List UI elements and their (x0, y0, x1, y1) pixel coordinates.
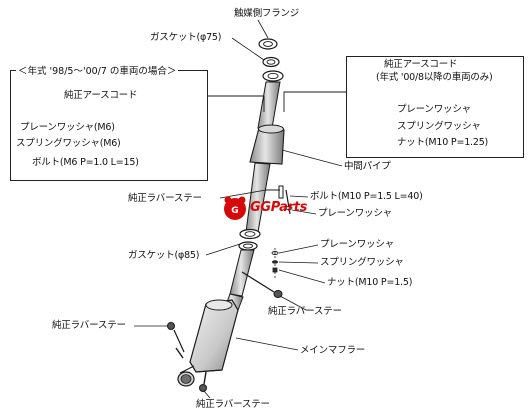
label-center-pipe: 中間パイプ (344, 161, 391, 172)
lower-nut-stack (271, 248, 279, 280)
logo-text: GGParts (250, 200, 308, 215)
label-gasket-75: ガスケット(φ75) (150, 32, 222, 43)
center-pipe (245, 81, 285, 233)
label-bolt-m10: ボルト(M10 P=1.5 L=40) (310, 191, 423, 202)
rubber-stay-parts (167, 185, 284, 392)
pipe-joint-flange (238, 228, 261, 251)
box-connectors (205, 91, 346, 112)
ggparts-logo-mark: G (224, 196, 246, 220)
label-left-ground-cord: 純正アースコード (64, 90, 138, 101)
label-plain-washer-low: プレーンワッシャ (320, 239, 394, 250)
label-main-muffler: メインマフラー (300, 345, 366, 356)
label-right-box-title-2: (年式 '00/8以降の車両のみ) (376, 72, 493, 83)
label-catalyst-flange: 触媒側フランジ (234, 8, 300, 19)
label-gasket-85: ガスケット(φ85) (128, 250, 200, 261)
main-muffler (175, 299, 239, 387)
label-plain-washer-mid: プレーンワッシャ (318, 208, 392, 219)
ggparts-logo: GGParts (222, 196, 307, 222)
label-rubber-stay-1: 純正ラバーステー (128, 193, 202, 204)
right-variant-box (346, 56, 524, 158)
label-right-nut: ナット(M10 P=1.25) (397, 137, 489, 148)
m10-bolt-parts (285, 189, 293, 215)
label-left-plain-washer: プレーンワッシャ(M6) (20, 122, 115, 133)
label-right-plain-washer: プレーンワッシャ (397, 104, 471, 115)
label-right-box-title-1: 純正アースコード (384, 59, 458, 70)
svg-text:G: G (231, 206, 238, 216)
catalyst-flange (258, 38, 284, 82)
label-spring-washer-low: スプリングワッシャ (320, 257, 404, 268)
label-rubber-stay-3: 純正ラバーステー (52, 320, 126, 331)
label-left-spring-washer: スプリングワッシャ(M6) (16, 138, 121, 149)
label-left-bolt: ボルト(M6 P=1.0 L=15) (32, 157, 139, 168)
label-rubber-stay-4: 純正ラバーステー (196, 399, 270, 410)
left-box-title: ＜年式 '98/5～'00/7 の車両の場合＞ (16, 66, 179, 77)
label-right-spring-washer: スプリングワッシャ (397, 121, 481, 132)
label-nut-m10: ナット(M10 P=1.5) (327, 277, 413, 288)
left-variant-box (10, 70, 208, 181)
label-rubber-stay-2: 純正ラバーステー (268, 306, 342, 317)
